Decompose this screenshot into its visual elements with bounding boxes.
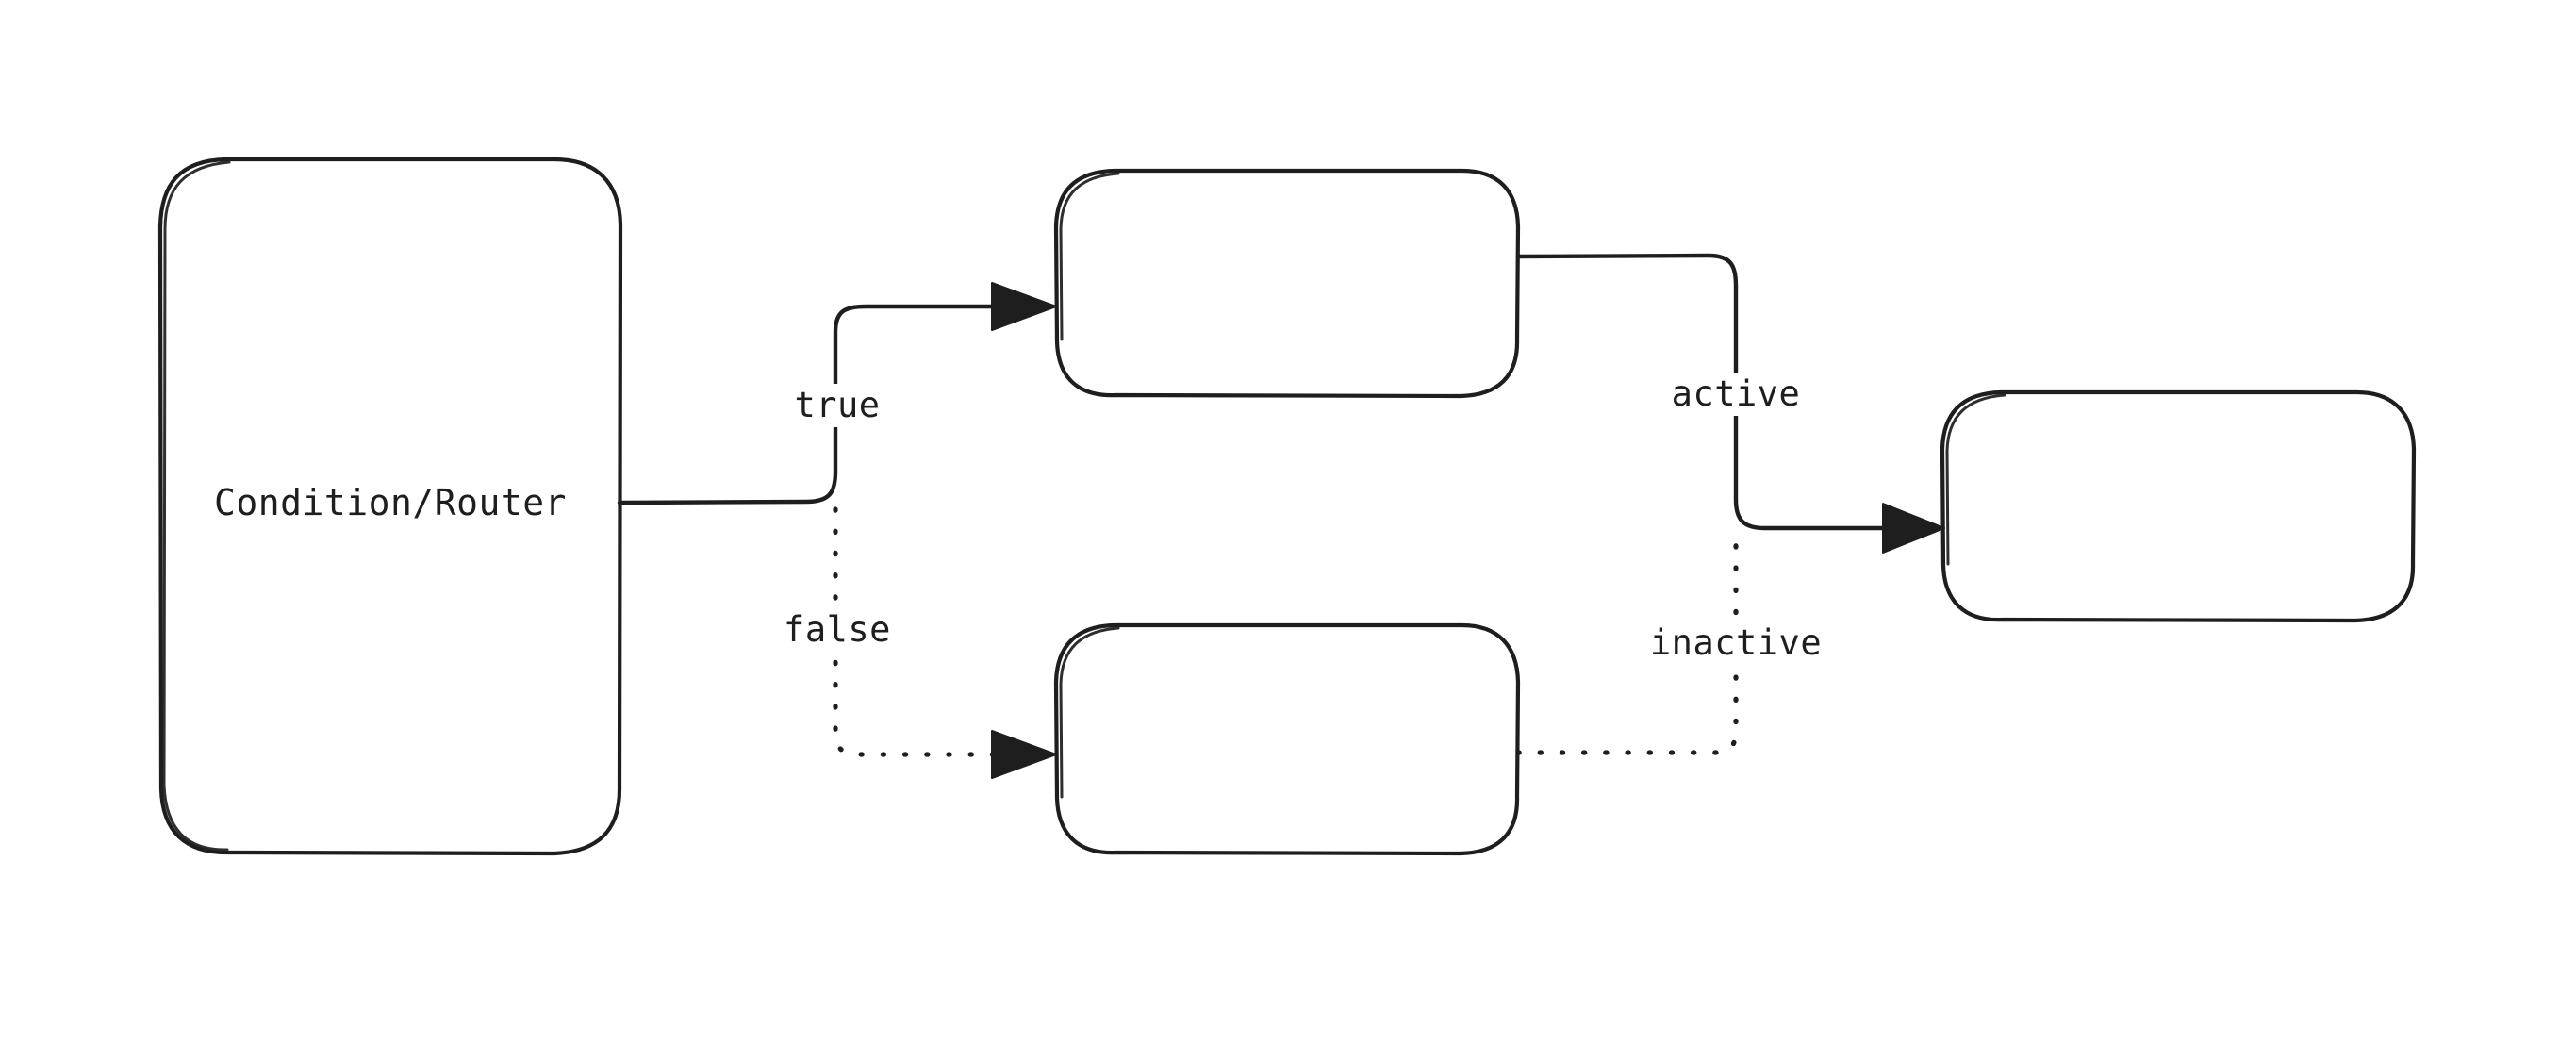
node-label-condition-router: Condition/Router — [213, 482, 568, 523]
edge-label-active: active — [1663, 373, 1808, 416]
node-false-branch[interactable] — [1053, 622, 1521, 856]
node-merge-outline — [1940, 389, 2417, 623]
node-condition-router-outline — [157, 157, 623, 856]
edge-false-arrowhead — [991, 730, 1057, 779]
edge-false[interactable] — [833, 506, 1057, 779]
edge-label-inactive: inactive — [1642, 621, 1830, 665]
edge-true-arrowhead — [991, 282, 1057, 331]
node-condition-router-sketch — [162, 160, 231, 852]
node-merge-sketch — [1945, 393, 2006, 566]
node-false-branch-sketch — [1059, 626, 1120, 799]
edge-label-true: true — [786, 384, 888, 427]
node-true-branch[interactable] — [1053, 168, 1521, 399]
edge-label-false: false — [776, 608, 899, 652]
node-true-branch-sketch — [1059, 172, 1120, 341]
edge-false-path — [833, 506, 998, 757]
node-condition-router[interactable] — [157, 157, 623, 856]
node-true-branch-outline — [1053, 168, 1521, 399]
edge-active-arrowhead — [1882, 503, 1945, 554]
node-merge[interactable] — [1940, 389, 2417, 623]
edge-inactive-path — [1515, 531, 1739, 755]
node-false-branch-outline — [1053, 622, 1521, 856]
edge-inactive[interactable] — [1515, 531, 1739, 755]
